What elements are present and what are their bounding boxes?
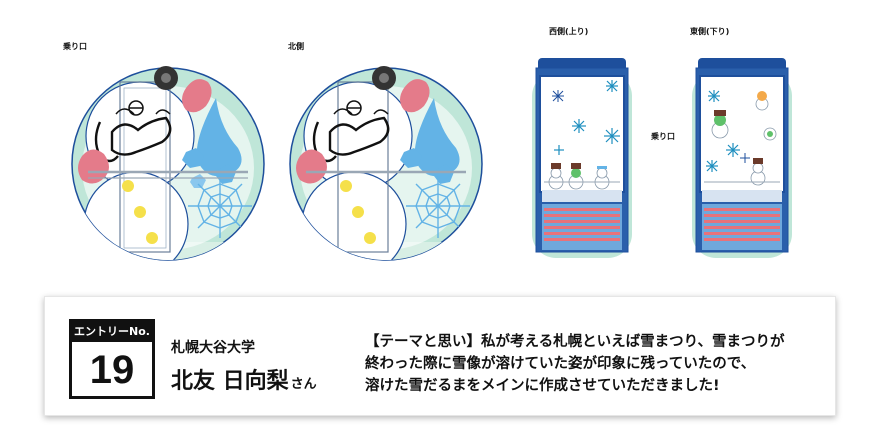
snowmen-group <box>548 163 610 190</box>
label-side-boarding: 乗り口 <box>651 132 675 141</box>
vent-grille <box>544 208 620 241</box>
gondola-east-view <box>692 58 792 258</box>
university-name: 札幌大谷大学 <box>171 340 255 356</box>
entry-number-box: エントリーNo. 19 <box>69 319 155 399</box>
designer-name-line: 北友 日向梨さん <box>171 363 317 395</box>
honorific: さん <box>290 377 317 392</box>
gondola-front-view <box>71 66 265 261</box>
theme-line: 【テーマと思い】私が考える札幌といえば雪まつり、雪まつりが <box>365 334 785 350</box>
theme-line: 溶けた雪だるまをメインに作成させていただきました! <box>365 378 720 394</box>
label-boarding-view: 乗り口 <box>63 42 87 51</box>
label-north-view: 北側 <box>288 42 304 51</box>
label-east-view: 東側(下り) <box>690 27 730 36</box>
pink-mitten-top <box>182 79 212 113</box>
gondola-west-view <box>532 58 632 258</box>
snow-web-icon <box>188 176 252 238</box>
theme-description: 【テーマと思い】私が考える札幌といえば雪まつり、雪まつりが 終わった際に雪像が溶… <box>365 331 825 397</box>
snowflake-icon <box>552 90 564 102</box>
label-west-view: 西側(上り) <box>549 27 589 36</box>
melting-drop <box>196 98 242 177</box>
entry-info-panel: エントリーNo. 19 札幌大谷大学 北友 日向梨さん 【テーマと思い】私が考え… <box>44 296 836 416</box>
entry-label: エントリーNo. <box>72 322 152 342</box>
theme-line: 終わった際に雪像が溶けていた姿が印象に残っていたので、 <box>365 356 756 372</box>
gondola-north-view <box>289 66 483 261</box>
entry-number: 19 <box>89 348 135 392</box>
designer-name: 北友 日向梨 <box>171 369 289 394</box>
pink-mitten-left <box>78 149 109 184</box>
